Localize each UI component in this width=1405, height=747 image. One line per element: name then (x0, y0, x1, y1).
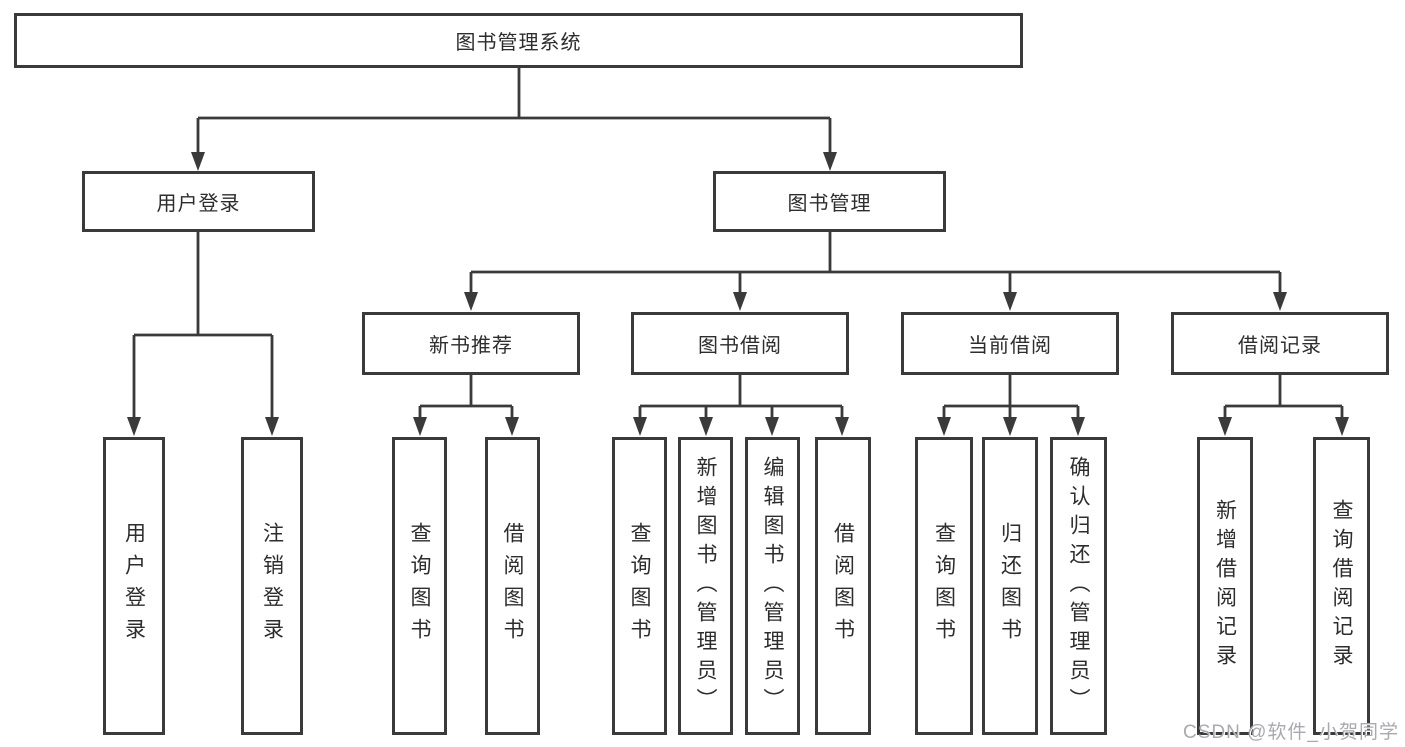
node-current-borrowing: 当前借阅 (901, 312, 1119, 375)
node-query-books-recommend: 查询图书 (392, 437, 447, 735)
node-query-borrow-record: 查询借阅记录 (1313, 437, 1370, 735)
node-book-borrowing: 图书借阅 (631, 312, 849, 375)
node-borrowing-records: 借阅记录 (1171, 312, 1389, 375)
node-label: 图书管理系统 (455, 32, 582, 54)
node-label: 当前借阅 (968, 335, 1052, 357)
node-label: 注销登录 (260, 522, 284, 650)
node-label: 新书推荐 (429, 335, 513, 357)
node-book-management: 图书管理 (713, 171, 946, 232)
node-label: 借阅图书 (831, 522, 855, 650)
watermark: CSDN @软件_小贺同学 (1183, 722, 1399, 743)
node-label: 图书借阅 (698, 335, 782, 357)
node-label: 新增图书（管理员） (694, 455, 717, 717)
node-confirm-return-admin: 确认归还（管理员） (1050, 437, 1107, 735)
node-new-book-recommend: 新书推荐 (362, 312, 580, 375)
node-query-books-borrowing: 查询图书 (612, 437, 667, 735)
node-label: 编辑图书（管理员） (761, 455, 784, 717)
node-return-book: 归还图书 (982, 437, 1038, 735)
node-label: 查询图书 (628, 522, 651, 650)
node-label: 查询借阅记录 (1330, 499, 1353, 673)
node-add-borrow-record: 新增借阅记录 (1197, 437, 1253, 735)
node-query-books-current: 查询图书 (915, 437, 973, 735)
node-label: 图书管理 (787, 193, 872, 215)
node-library-management-system: 图书管理系统 (14, 13, 1023, 68)
node-user-login-leaf: 用户登录 (103, 437, 165, 735)
node-label: 借阅图书 (501, 522, 524, 650)
node-label: 借阅记录 (1238, 335, 1322, 357)
node-borrow-books-leaf: 借阅图书 (815, 437, 871, 735)
node-label: 查询图书 (408, 522, 431, 650)
node-label: 归还图书 (998, 522, 1022, 650)
node-borrow-books-recommend: 借阅图书 (485, 437, 540, 735)
node-label: 确认归还（管理员） (1067, 455, 1090, 717)
node-edit-book-admin: 编辑图书（管理员） (745, 437, 800, 735)
node-label: 查询图书 (932, 522, 956, 650)
node-label: 用户登录 (156, 193, 241, 215)
node-logout: 注销登录 (241, 437, 303, 735)
node-label: 新增借阅记录 (1213, 499, 1237, 673)
node-label: 用户登录 (122, 522, 146, 650)
node-user-login: 用户登录 (82, 171, 315, 232)
node-add-book-admin: 新增图书（管理员） (678, 437, 733, 735)
